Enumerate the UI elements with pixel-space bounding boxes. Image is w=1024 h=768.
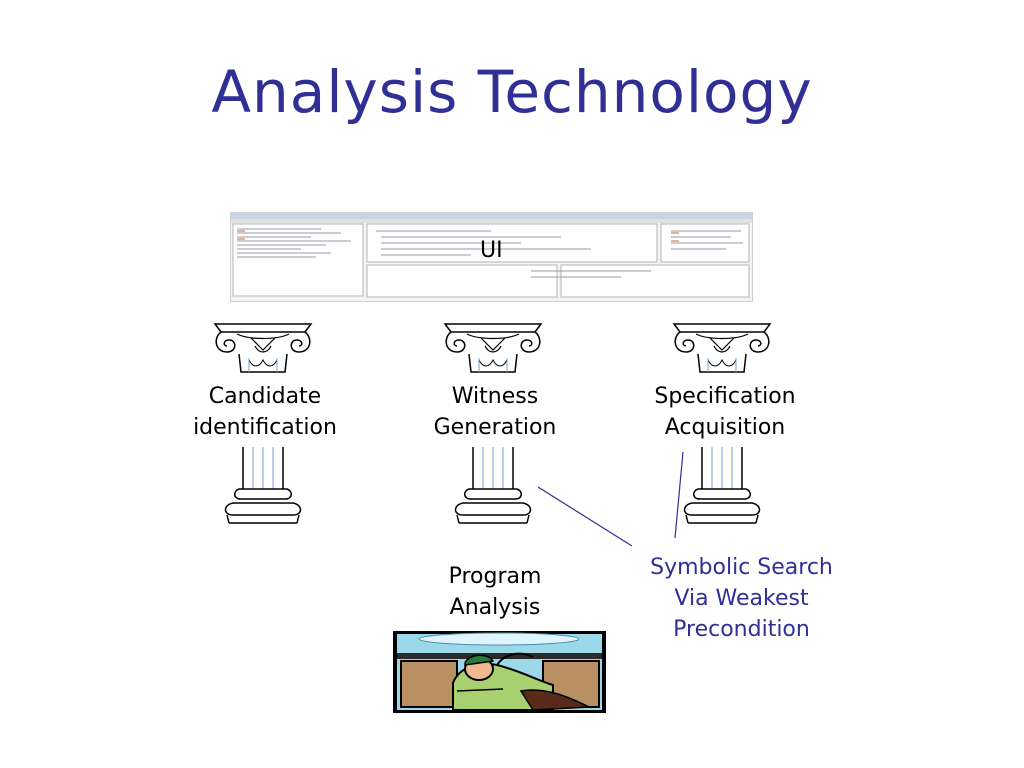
program-analysis-line: Program [448,564,542,589]
connector-line-specification [674,451,684,539]
pillar-label-candidate: Candidate identification [175,381,355,443]
slide-title: Analysis Technology [211,58,813,126]
symbolic-search-callout: Symbolic Search Via Weakest Precondition [635,552,848,645]
connector-line-witness [537,486,633,547]
pillar-label-line: Candidate [208,384,322,409]
pillar-label-line: identification [193,415,337,440]
mechanic-clipart [393,631,606,713]
pillar-label-line: Acquisition [664,415,786,440]
pillar-label-specification: Specification Acquisition [635,381,815,443]
callout-line: Symbolic Search [650,555,833,580]
callout-line: Precondition [673,617,810,642]
pillar-label-line: Specification [654,384,796,409]
pillar-label-line: Witness [451,384,539,409]
ide-screenshot-image [231,213,752,298]
program-analysis-line: Analysis [449,595,541,620]
callout-line: Via Weakest [674,586,809,611]
ui-label: UI [480,238,503,263]
program-analysis-label: Program Analysis [415,561,575,623]
pillar-label-witness: Witness Generation [410,381,580,443]
pillar-label-line: Generation [433,415,557,440]
ui-screenshot-thumbnail [230,212,753,302]
